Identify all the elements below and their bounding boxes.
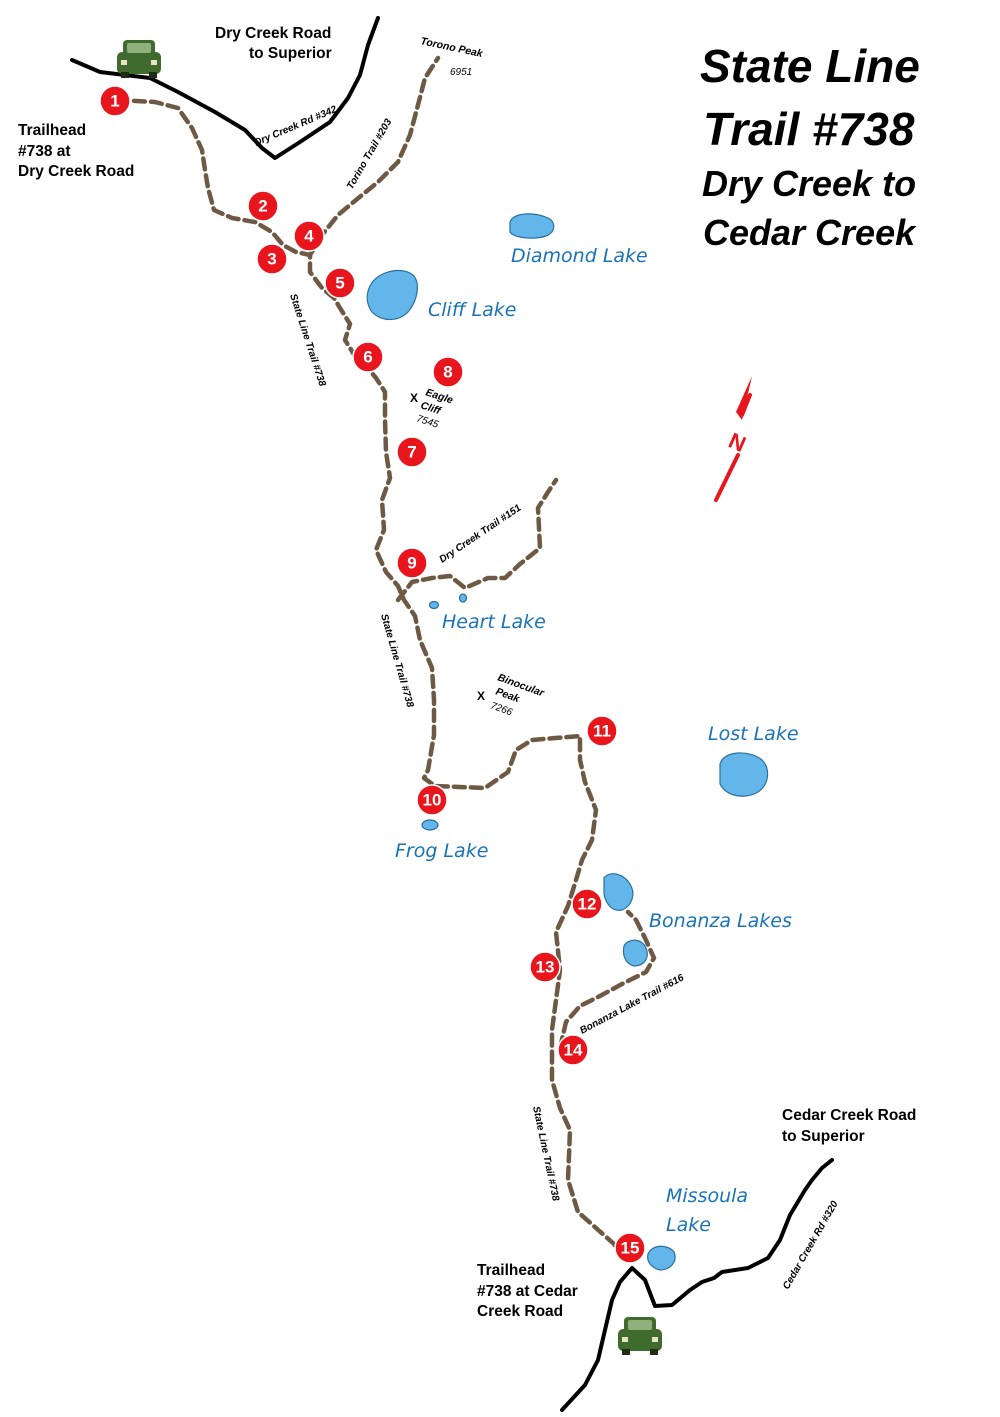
heart-lake-shape-1: [428, 600, 440, 610]
waypoint-8[interactable]: 8: [432, 356, 464, 388]
dry-creek-road-destination-line-1: Dry Creek Road: [215, 25, 331, 42]
bonanza-lake-upper-shape: [603, 873, 634, 911]
svg-text:14: 14: [564, 1041, 583, 1060]
waypoint-15[interactable]: 15: [614, 1232, 646, 1264]
cedar-creek-road-destination-line-2: to Superior: [782, 1128, 865, 1145]
map-title-line-2: Trail #738: [703, 103, 915, 155]
diamond-lake-label: Diamond Lake: [511, 245, 648, 267]
torono-peak-elevation: 6951: [450, 67, 472, 78]
waypoint-13[interactable]: 13: [529, 951, 561, 983]
lost-lake-label: Lost Lake: [708, 723, 799, 745]
waypoint-11[interactable]: 11: [586, 715, 618, 747]
waypoint-4[interactable]: 4: [293, 220, 325, 252]
heart-lake-label: Heart Lake: [442, 611, 546, 633]
missoula-lake-label-line-1: Missoula: [666, 1185, 748, 1207]
torino-trail-label: Torino Trail #203: [345, 117, 394, 192]
binocular-peak-elevation: 7266: [489, 700, 514, 718]
missoula-lake-shape: [647, 1245, 676, 1271]
north-trailhead-label-line-1: Trailhead: [18, 122, 86, 139]
state-line-trail: [114, 97, 629, 1265]
heart-lake-shape-2: [458, 593, 468, 603]
waypoint-6[interactable]: 6: [352, 341, 384, 373]
svg-text:15: 15: [621, 1239, 640, 1258]
south-trailhead-label-line-2: #738 at Cedar: [477, 1283, 578, 1300]
binocular-peak-marker: X: [477, 689, 485, 703]
north-trailhead-label-line-2: #738 at: [18, 143, 71, 160]
svg-text:10: 10: [423, 791, 442, 810]
waypoint-2[interactable]: 2: [247, 190, 279, 222]
svg-text:2: 2: [258, 197, 267, 216]
missoula-lake-label-line-2: Lake: [666, 1214, 711, 1236]
svg-text:1: 1: [110, 92, 119, 111]
south-trailhead-label-line-3: Creek Road: [477, 1303, 563, 1320]
svg-text:11: 11: [593, 722, 611, 741]
dry-creek-trail-151: [395, 477, 559, 603]
map-title-line-3: Dry Creek to: [702, 163, 916, 204]
north-arrow-icon: N: [714, 376, 752, 502]
svg-text:9: 9: [407, 554, 416, 573]
waypoint-12[interactable]: 12: [571, 888, 603, 920]
bonanza-lake-trail-616-label: Bonanza Lake Trail #616: [578, 972, 686, 1036]
waypoint-1[interactable]: 1: [99, 85, 131, 117]
svg-text:5: 5: [335, 274, 344, 293]
cedar-creek-road-destination-line-1: Cedar Creek Road: [782, 1107, 916, 1124]
torino-trail: [307, 55, 441, 258]
svg-text:12: 12: [578, 895, 597, 914]
state-line-trail-label-2: State Line Trail #738: [378, 613, 415, 709]
svg-text:7: 7: [407, 443, 416, 462]
eagle-cliff-marker: X: [410, 391, 418, 405]
car-icon: [618, 1317, 662, 1355]
map-title-line-1: State Line: [700, 40, 920, 92]
dry-creek-trail-151-label: Dry Creek Trail #151: [438, 502, 524, 565]
bonanza-lakes-label: Bonanza Lakes: [649, 910, 792, 932]
dry-creek-road-line: [70, 16, 380, 160]
svg-text:3: 3: [267, 250, 276, 269]
waypoint-14[interactable]: 14: [557, 1034, 589, 1066]
state-line-trail-label-1: State Line Trail #738: [287, 293, 327, 389]
cliff-lake-label: Cliff Lake: [428, 299, 517, 321]
bonanza-lake-lower-shape: [622, 939, 648, 967]
frog-lake-shape: [421, 819, 439, 831]
north-trailhead-label-line-3: Dry Creek Road: [18, 163, 134, 180]
cliff-lake-shape: [366, 269, 418, 321]
dry-creek-road-destination-line-2: to Superior: [249, 45, 332, 62]
svg-text:4: 4: [304, 227, 314, 246]
bonanza-lake-trail-616: [557, 909, 657, 1051]
waypoint-3[interactable]: 3: [256, 243, 288, 275]
waypoint-10[interactable]: 10: [416, 784, 448, 816]
waypoint-5[interactable]: 5: [324, 267, 356, 299]
map-title-line-4: Cedar Creek: [703, 212, 917, 253]
waypoint-9[interactable]: 9: [396, 547, 428, 579]
waypoint-7[interactable]: 7: [396, 436, 428, 468]
cedar-creek-road-line: [560, 1158, 834, 1412]
svg-text:13: 13: [536, 958, 555, 977]
torono-peak-label: Torono Peak: [419, 35, 484, 60]
lost-lake-shape: [719, 752, 769, 797]
south-trailhead-label-line-1: Trailhead: [477, 1262, 545, 1279]
frog-lake-label: Frog Lake: [395, 840, 488, 862]
state-line-trail-label-3: State Line Trail #738: [530, 1105, 561, 1202]
diamond-lake-shape: [509, 213, 555, 239]
north-arrow-label: N: [725, 428, 750, 457]
svg-text:6: 6: [363, 348, 372, 367]
car-icon: [117, 40, 161, 78]
svg-text:8: 8: [443, 363, 452, 382]
